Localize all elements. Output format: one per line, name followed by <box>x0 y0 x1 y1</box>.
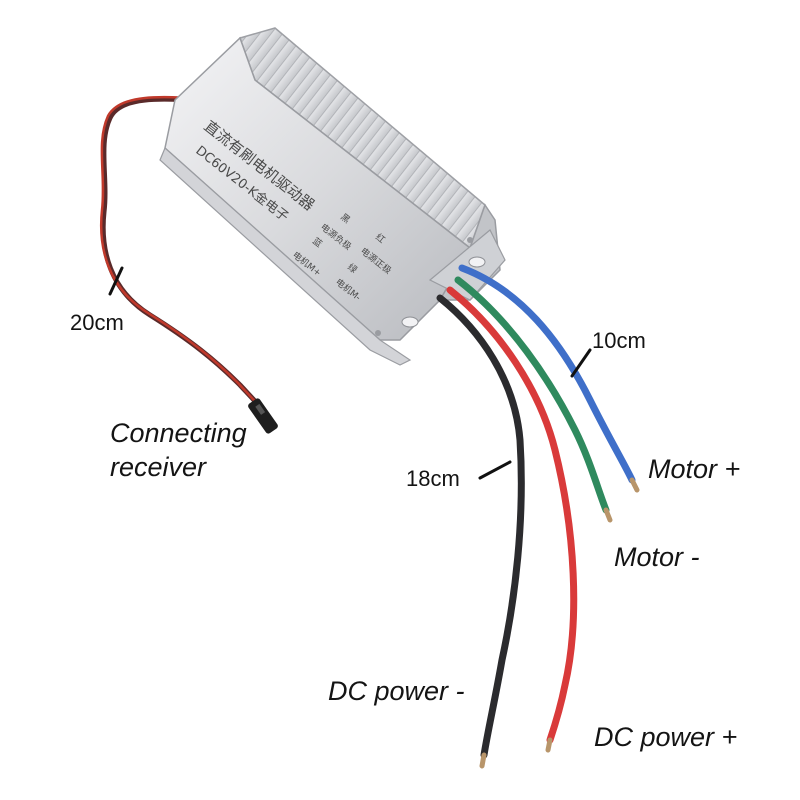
motor-plus-label: Motor + <box>648 454 741 484</box>
wire-power-plus <box>446 286 578 744</box>
dc-power-minus-label: DC power - <box>328 676 465 706</box>
pointer-ticks <box>108 266 592 480</box>
length-label-18cm: 18cm <box>406 466 460 491</box>
wire-motor-plus <box>458 264 636 484</box>
dc-power-plus-label: DC power + <box>594 722 738 752</box>
connecting-receiver-label-line1: Connecting <box>110 418 247 448</box>
wire-power-minus <box>436 294 525 759</box>
connecting-receiver-label-line2: receiver <box>110 452 207 482</box>
length-label-10cm: 10cm <box>592 328 646 353</box>
length-label-20cm: 20cm <box>70 310 124 335</box>
driver-box <box>159 27 506 366</box>
receiver-connector <box>248 398 278 434</box>
signal-wire <box>99 95 273 422</box>
wire-motor-minus <box>454 276 610 514</box>
output-wires <box>436 264 636 759</box>
motor-minus-label: Motor - <box>614 542 700 572</box>
wire-tips <box>479 477 640 769</box>
